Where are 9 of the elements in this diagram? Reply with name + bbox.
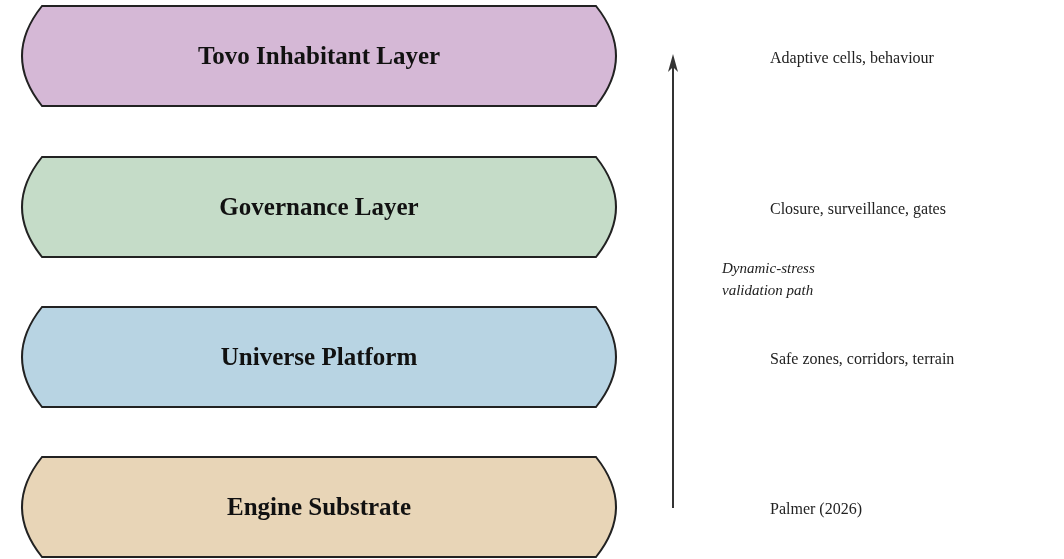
layer-title: Universe Platform <box>220 343 418 371</box>
layer-title: Governance Layer <box>219 193 419 221</box>
layer-description: Palmer (2026) <box>770 499 862 520</box>
arrow-label: Dynamic-stress validation path <box>722 259 816 300</box>
layer-description: Closure, surveillance, gates <box>770 199 946 220</box>
layer-title: Engine Substrate <box>226 493 412 521</box>
layer-description: Safe zones, corridors, terrain <box>770 349 955 369</box>
layer-title: Tovo Inhabitant Layer <box>197 42 441 70</box>
layer-description: Adaptive cells, behaviour <box>770 48 934 69</box>
